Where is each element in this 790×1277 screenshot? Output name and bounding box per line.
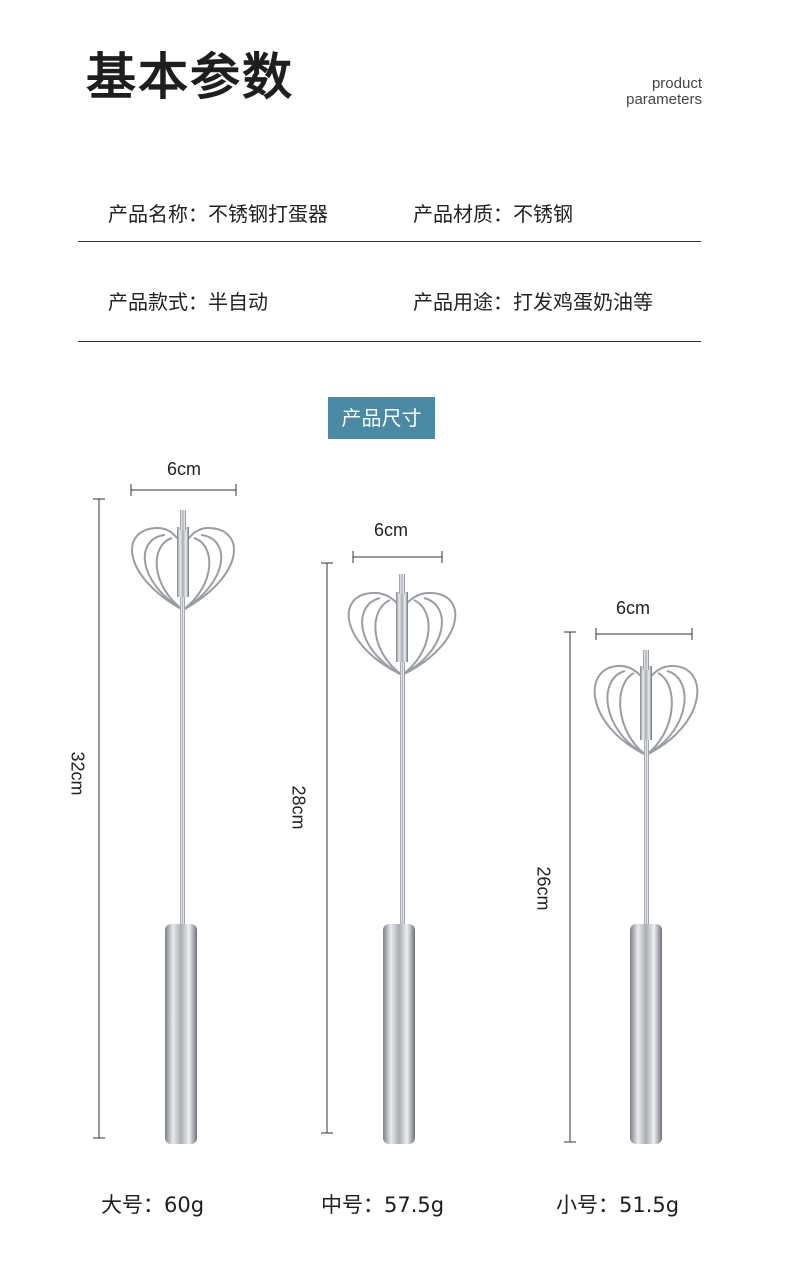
- weight-large: 大号：60g: [101, 1193, 205, 1217]
- whisk-large: [93, 484, 237, 1144]
- height-label-large: 32cm: [67, 751, 88, 796]
- subtitle-line-2: parameters: [626, 91, 702, 108]
- width-label-medium: 6cm: [374, 520, 409, 540]
- height-label-small: 26cm: [533, 866, 554, 911]
- page-subtitle: product parameters: [626, 76, 702, 108]
- whisk-small: [564, 628, 699, 1144]
- param-usage: 产品用途：打发鸡蛋奶油等: [413, 290, 653, 314]
- divider: [78, 241, 701, 242]
- size-section-badge: 产品尺寸: [328, 397, 435, 439]
- height-label-medium: 28cm: [288, 785, 309, 830]
- param-material: 产品材质：不锈钢: [413, 202, 573, 226]
- width-label-small: 6cm: [616, 598, 651, 618]
- whisk-medium: [321, 551, 457, 1144]
- param-style: 产品款式：半自动: [108, 290, 268, 314]
- subtitle-line-1: product: [651, 75, 702, 92]
- divider: [78, 341, 701, 342]
- weight-small: 小号：51.5g: [556, 1193, 680, 1217]
- page-title: 基本参数: [86, 48, 294, 106]
- width-label-large: 6cm: [167, 459, 202, 479]
- weight-medium: 中号：57.5g: [321, 1193, 445, 1217]
- param-name: 产品名称：不锈钢打蛋器: [108, 202, 328, 226]
